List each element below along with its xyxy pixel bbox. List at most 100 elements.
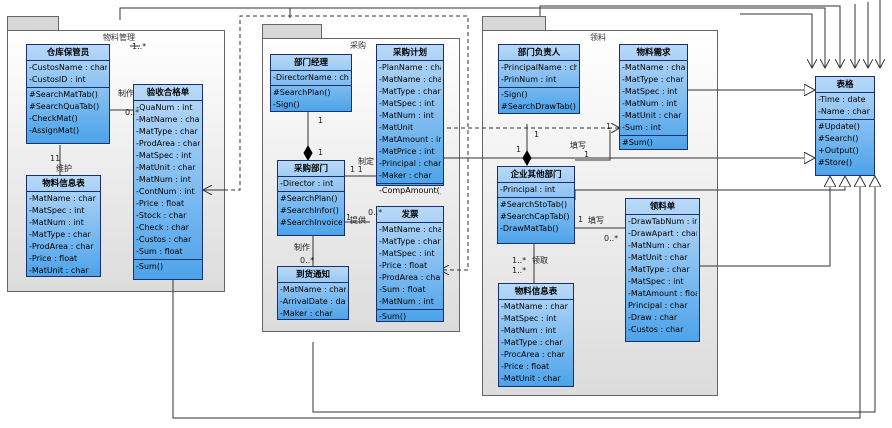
class-material-demand[interactable]: 物料需求 -MatName : char -MatType : char -Ma…: [619, 44, 688, 150]
class-warehouse-keeper[interactable]: 仓库保管员 -CustosName : char -CustosID : int…: [26, 44, 110, 144]
attribute: -Principal : char: [379, 159, 441, 168]
label-mult: 1: [578, 215, 584, 224]
attribute: -Maker : char: [379, 171, 432, 180]
label-mult: 1..*: [512, 256, 527, 265]
operation: #Store(): [818, 158, 853, 167]
label-mult: 1: [606, 122, 612, 131]
attribute: -MatUnit : char: [622, 111, 682, 120]
class-material-info[interactable]: 物料信息表 -MatName : char -MatSpec : int -Ma…: [26, 175, 101, 277]
attribute: -MatType : char: [622, 75, 684, 84]
label-produce: 制作: [294, 243, 310, 252]
class-purchase-dept[interactable]: 采购部门 -Director : int #SearchPlan() #Sear…: [277, 160, 345, 236]
class-title: 物料需求: [620, 45, 687, 61]
ops-section: -Sign() #SearchDrawTab(): [499, 88, 579, 114]
attribute: -MatName : char: [379, 225, 441, 234]
operation: #SearchPlan(): [273, 88, 331, 97]
operation: #SearchPlan(): [280, 194, 338, 203]
class-invoice[interactable]: 发票 -MatName : char -MatType : char -MatS…: [376, 206, 444, 322]
attribute: -ArrivalDate : date: [280, 297, 346, 306]
label-make: 制定: [358, 157, 374, 166]
attribute: -DrawApart : char: [628, 229, 697, 238]
attribute: -Custos : char: [628, 325, 684, 334]
operation: #Sum(): [622, 138, 653, 147]
attribute: -MatSpec : int: [136, 151, 192, 160]
class-title: 仓库保管员: [27, 45, 109, 61]
attribute: -ContNum : int: [136, 187, 195, 196]
class-dept-head[interactable]: 部门负责人 -PrincipalName : char -PrinNum : i…: [498, 44, 580, 114]
attribute: -Stock : char: [136, 211, 187, 220]
class-title: 领料单: [626, 199, 699, 215]
attribute: -MatSpec : int: [628, 277, 684, 286]
attribute: -MatUnit : char: [501, 374, 561, 383]
operation: -Sign(): [501, 90, 528, 99]
attrs-section: -MatName : char -MatSpec : int -MatNum :…: [27, 192, 100, 278]
class-arrival-notice[interactable]: 到货通知 -MatName : char -ArrivalDate : date…: [277, 266, 349, 320]
attrs-section: -QuaNum : int -MatName : char -MatType :…: [134, 101, 202, 260]
class-dept-manager[interactable]: 部门经理 -DirectorName : char #SearchPlan() …: [270, 54, 352, 112]
attribute: -MatType : char: [379, 87, 441, 96]
operation: -CompAmount(): [379, 186, 441, 195]
attribute: -MatPrice : int: [379, 147, 435, 156]
attribute: -MatName : char: [280, 285, 346, 294]
label-mult: 1: [584, 150, 590, 159]
attrs-section: -MatName : char -MatType : char -MatSpec…: [377, 223, 443, 310]
attribute: -MatAmount : int: [379, 135, 441, 144]
label-provide: 提供: [350, 216, 366, 225]
label-mult: 1 1: [350, 165, 363, 174]
class-pick-slip[interactable]: 领料单 -DrawTabNum : int -DrawApart : char …: [625, 198, 700, 342]
class-title: 采购计划: [377, 45, 443, 61]
attribute: -MatSpec : int: [379, 249, 435, 258]
operation: #SearchQuaTab(): [29, 102, 100, 111]
attribute: -MatType : char: [29, 230, 91, 239]
operation: #Update(): [818, 122, 860, 131]
attribute: -Time : date: [818, 95, 866, 104]
class-inspection[interactable]: 验收合格单 -QuaNum : int -MatName : char -Mat…: [133, 84, 203, 280]
attribute: -MatName : char: [29, 194, 96, 203]
ops-section: #SearchPlan() -Sign(): [271, 86, 351, 112]
attribute: -MatNum : int: [379, 297, 434, 306]
attribute: -Draw : char: [628, 313, 678, 322]
class-title: 物料信息表: [499, 284, 573, 300]
class-title: 部门负责人: [499, 45, 579, 61]
label-mult: 0..*: [125, 108, 140, 117]
attribute: -MatNum : int: [379, 111, 434, 120]
operation: -Sum(): [136, 262, 164, 271]
attrs-section: -MatName : char -MatSpec : int -MatNum :…: [499, 300, 573, 386]
attribute: -MatSpec : int: [622, 87, 678, 96]
class-title: 部门经理: [271, 55, 351, 71]
label-mult: 0..*: [604, 234, 619, 243]
attrs-section: -Principal : int: [498, 183, 574, 198]
class-title: 企业其他部门: [498, 167, 574, 183]
attribute: -MatNum : int: [136, 175, 191, 184]
attribute: -PlanName : char: [379, 63, 441, 72]
attribute: -MatAmount : float: [628, 289, 697, 298]
ops-section: #SearchStoTab() #SearchCapTab() -DrawMat…: [498, 198, 574, 236]
attrs-section: -PrincipalName : char -PrinNum : int: [499, 61, 579, 88]
attribute: -MatName : char: [501, 302, 568, 311]
operation: -Sign(): [273, 100, 300, 109]
attribute: -Maker : char: [280, 309, 333, 318]
attribute: -Sum : int: [622, 123, 662, 132]
label-mult: 1..*: [132, 42, 147, 51]
label-mult: 0..*: [368, 208, 383, 217]
label-mult: 11: [50, 154, 61, 163]
attribute: -ProdArea : char: [136, 139, 200, 148]
operation: #SearchInvoice(): [280, 218, 342, 227]
class-table[interactable]: 表格 -Time : date -Name : char #Update() #…: [815, 76, 875, 176]
attribute: -MatNum : int: [622, 99, 677, 108]
attribute: -MatName : char: [622, 63, 685, 72]
label-mult: 1: [346, 213, 352, 222]
class-enterprise-dept[interactable]: 企业其他部门 -Principal : int #SearchStoTab() …: [497, 166, 575, 244]
class-purchase-plan[interactable]: 采购计划 -PlanName : char -MatName : char -M…: [376, 44, 444, 195]
operation: #SearchDrawTab(): [501, 102, 576, 111]
attribute: -MatSpec : int: [501, 314, 557, 323]
attrs-section: -DrawTabNum : int -DrawApart : char -Mat…: [626, 215, 699, 337]
class-title: 物料信息表: [27, 176, 100, 192]
class-material-info-2[interactable]: 物料信息表 -MatName : char -MatSpec : int -Ma…: [498, 283, 574, 387]
ops-section: -Sum(): [134, 260, 202, 274]
operation: #SearchCapTab(): [500, 212, 570, 221]
attribute: -Sum : float: [136, 247, 183, 256]
attribute: -Principal : int: [500, 185, 556, 194]
attribute: -Director : int: [280, 179, 334, 188]
